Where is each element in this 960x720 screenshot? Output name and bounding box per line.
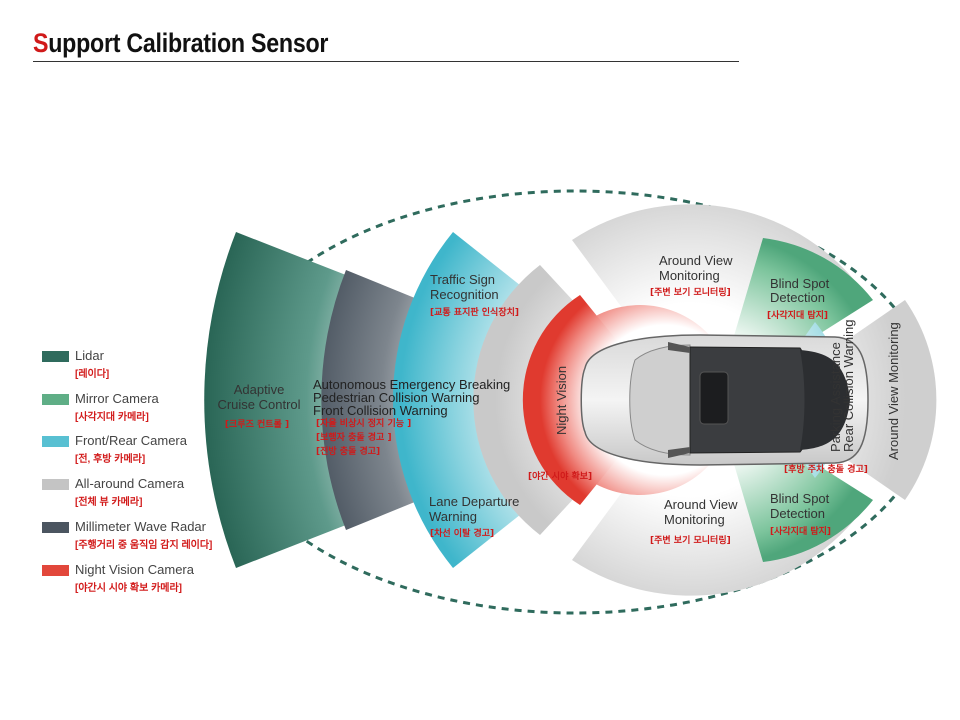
legend-sublabel: [야간시 시야 확보 카메라] xyxy=(75,583,182,594)
label-avm-rear: Around View Monitoring xyxy=(886,322,901,460)
bsd-top-label-line1: Blind Spot xyxy=(770,276,830,291)
acc-sublabel: [크루즈 컨트롤 ] xyxy=(225,418,289,430)
label-avm-bottom: Around View Monitoring [주변 보기 모니터링] xyxy=(650,497,738,546)
legend-sublabel: [주행거리 중 움직임 감지 레이다] xyxy=(75,540,213,551)
legend-label: All-around Camera xyxy=(75,476,185,491)
label-avm-top: Around View Monitoring [주변 보기 모니터링] xyxy=(650,253,733,298)
avm-bottom-label-line1: Around View xyxy=(664,497,738,512)
ldw-label-line1: Lane Departure xyxy=(429,494,519,509)
label-ldw: Lane Departure Warning [차선 이탈 경고] xyxy=(429,494,519,539)
label-tsr: Traffic Sign Recognition [교통 표지판 인식장치] xyxy=(430,272,519,318)
title-underline xyxy=(33,61,739,62)
night-vision-sublabel: [야간 시야 확보] xyxy=(528,470,592,482)
legend-label: Front/Rear Camera xyxy=(75,433,187,448)
aeb-label-line3: Front Collision Warning xyxy=(313,403,448,418)
aeb-sublabel-2: [보행자 충돌 경고 ] xyxy=(316,431,392,443)
parking-sublabel: [후방 주차 충돌 경고] xyxy=(784,463,868,475)
acc-label-line1: Adaptive xyxy=(234,382,285,397)
legend-swatch-mirror-camera xyxy=(42,394,69,405)
acc-label-line2: Cruise Control xyxy=(217,397,300,412)
legend-label: Night Vision Camera xyxy=(75,562,194,577)
avm-top-label-line1: Around View xyxy=(659,253,733,268)
legend-sublabel: [레이다] xyxy=(75,369,110,380)
legend-label: Mirror Camera xyxy=(75,391,159,406)
label-parking: Parking Assistance Rear Collision Warnin… xyxy=(784,320,868,475)
title-first-letter: S xyxy=(33,28,49,58)
avm-top-sublabel: [주변 보기 모니터링] xyxy=(650,286,731,298)
tsr-label-line1: Traffic Sign xyxy=(430,272,495,287)
car-top-view xyxy=(580,334,869,466)
legend-label: Lidar xyxy=(75,348,104,363)
ldw-label-line2: Warning xyxy=(429,509,477,524)
legend-swatch-lidar xyxy=(42,351,69,362)
label-aeb: Autonomous Emergency Breaking Pedestrian… xyxy=(313,377,510,457)
legend-swatch-night-vision-camera xyxy=(42,565,69,576)
bsd-bottom-sublabel: [사각지대 탐지] xyxy=(770,525,831,537)
label-night-vision: Night Vision [야간 시야 확보] xyxy=(528,366,592,482)
avm-bottom-label-line2: Monitoring xyxy=(664,512,725,527)
tsr-label-line2: Recognition xyxy=(430,287,499,302)
page-title: Support Calibration Sensor xyxy=(33,28,328,59)
legend-sublabel: [사각지대 카메라] xyxy=(75,412,149,423)
avm-bottom-sublabel: [주변 보기 모니터링] xyxy=(650,534,731,546)
legend-label: Millimeter Wave Radar xyxy=(75,519,206,534)
avm-rear-label: Around View Monitoring xyxy=(886,322,901,460)
bsd-bottom-label-line1: Blind Spot xyxy=(770,491,830,506)
label-bsd-top: Blind Spot Detection [사각지대 탐지] xyxy=(767,276,830,321)
label-bsd-bottom: Blind Spot Detection [사각지대 탐지] xyxy=(770,491,831,537)
legend-sublabel: [전체 뷰 카메라] xyxy=(75,497,143,508)
bsd-top-label-line2: Detection xyxy=(770,290,825,305)
tsr-sublabel: [교통 표지판 인식장치] xyxy=(430,306,519,318)
legend-sublabel: [전, 후방 카메라] xyxy=(75,454,146,465)
parking-label-line2: Rear Collision Warning xyxy=(841,320,856,452)
aeb-label-line1: Autonomous Emergency Breaking xyxy=(313,377,510,392)
legend-swatch-millimeter-wave-radar xyxy=(42,522,69,533)
ldw-sublabel: [차선 이탈 경고] xyxy=(430,527,494,539)
parking-label-line1: Parking Assistance xyxy=(828,342,843,452)
aeb-label-line2: Pedestrian Collision Warning xyxy=(313,390,479,405)
title-rest: upport Calibration Sensor xyxy=(48,28,329,58)
aeb-sublabel-3: [전방 충돌 경고] xyxy=(316,445,380,457)
legend-swatch-front-rear-camera xyxy=(42,436,69,447)
label-acc: Adaptive Cruise Control [크루즈 컨트롤 ] xyxy=(217,382,300,430)
night-vision-label: Night Vision xyxy=(554,366,569,435)
aeb-sublabel-1: [자율 비상시 정지 기능 ] xyxy=(316,417,411,429)
legend-swatch-all-around-camera xyxy=(42,479,69,490)
bsd-bottom-label-line2: Detection xyxy=(770,506,825,521)
avm-top-label-line2: Monitoring xyxy=(659,268,720,283)
bsd-top-sublabel: [사각지대 탐지] xyxy=(767,309,828,321)
